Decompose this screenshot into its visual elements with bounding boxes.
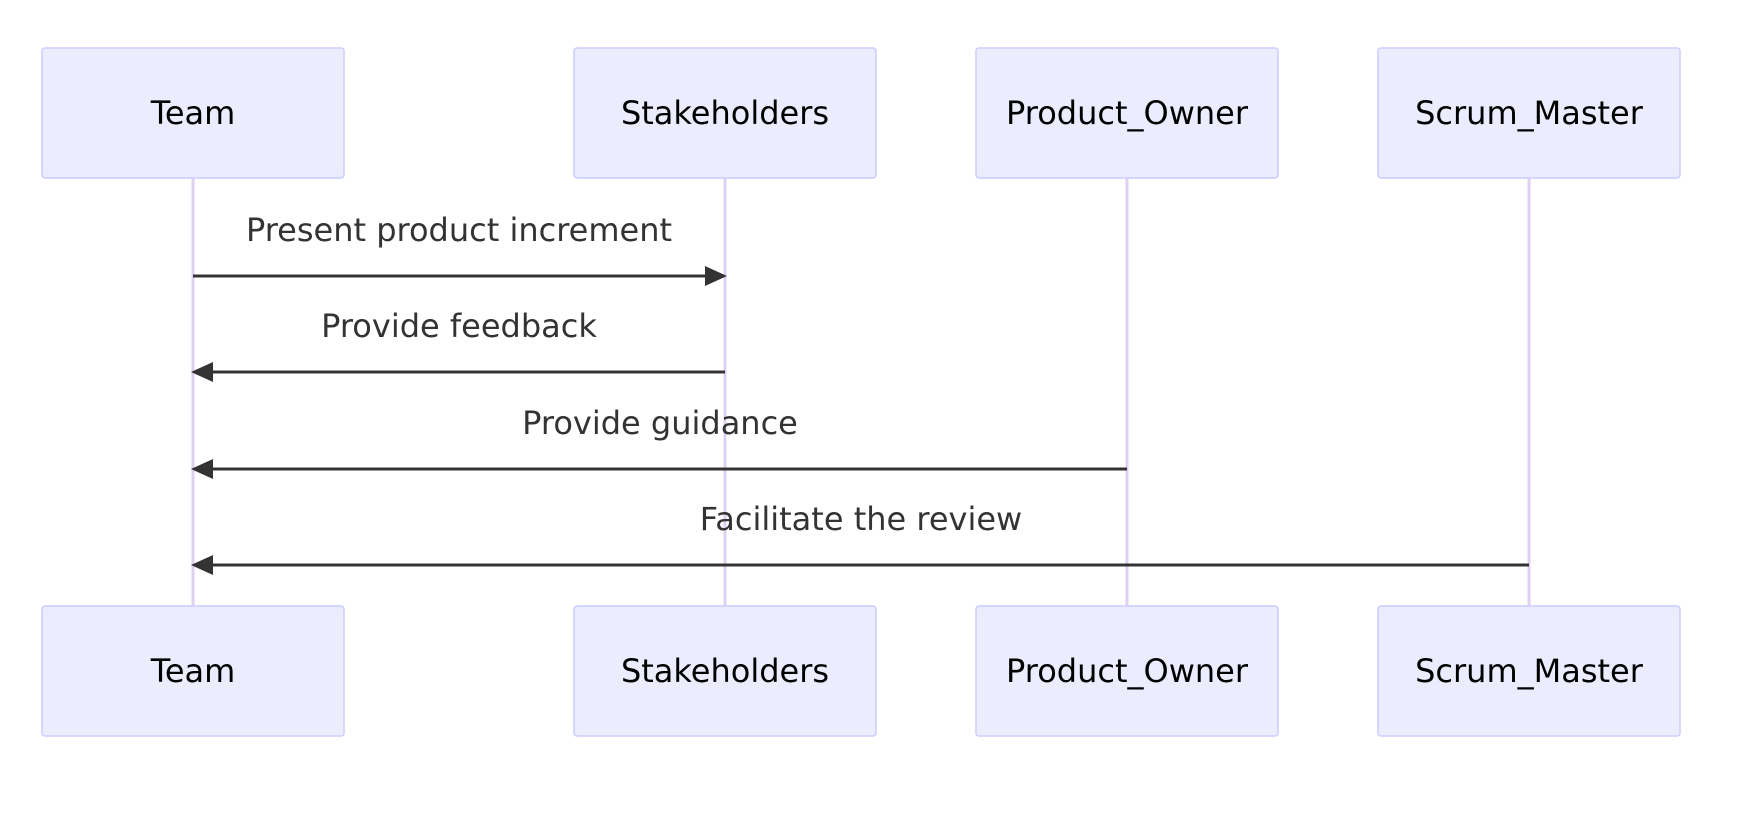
message-4: Facilitate the review [191, 500, 1529, 575]
actor-box [975, 47, 1279, 179]
actor-team-top: Team [41, 47, 345, 179]
actor-team-bottom: Team [41, 605, 345, 737]
actor-scrum-master-top: Scrum_Master [1377, 47, 1681, 179]
actor-box [41, 47, 345, 179]
actor-box [1377, 605, 1681, 737]
actor-label: Scrum_Master [1415, 652, 1644, 690]
arrowhead-icon [705, 266, 727, 286]
actor-box [41, 605, 345, 737]
actor-label: Team [150, 94, 236, 132]
message-label: Provide guidance [522, 404, 798, 442]
message-label: Provide feedback [321, 307, 597, 345]
actor-label: Team [150, 652, 236, 690]
lifelines [191, 178, 1531, 606]
actor-label: Product_Owner [1006, 652, 1249, 690]
arrowhead-icon [191, 362, 213, 382]
actor-product-owner-top: Product_Owner [975, 47, 1279, 179]
message-1: Present product increment [193, 211, 727, 286]
actor-label: Scrum_Master [1415, 94, 1644, 132]
actor-box [573, 47, 877, 179]
message-label: Present product increment [246, 211, 672, 249]
actors-top: Team Stakeholders Product_Owner Scrum_Maste… [41, 47, 1681, 179]
actor-product-owner-bottom: Product_Owner [975, 605, 1279, 737]
actor-box [1377, 47, 1681, 179]
arrowhead-icon [191, 459, 213, 479]
actor-label: Product_Owner [1006, 94, 1249, 132]
actor-label: Stakeholders [621, 652, 829, 690]
actor-label: Stakeholders [621, 94, 829, 132]
actor-stakeholders-bottom: Stakeholders [573, 605, 877, 737]
actor-box [975, 605, 1279, 737]
actor-stakeholders-top: Stakeholders [573, 47, 877, 179]
arrowhead-icon [191, 555, 213, 575]
message-label: Facilitate the review [700, 500, 1022, 538]
message-2: Provide feedback [191, 307, 725, 382]
actor-scrum-master-bottom: Scrum_Master [1377, 605, 1681, 737]
message-3: Provide guidance [191, 404, 1127, 479]
actors-bottom: Team Stakeholders Product_Owner Scrum_Maste… [41, 605, 1681, 737]
actor-box [573, 605, 877, 737]
